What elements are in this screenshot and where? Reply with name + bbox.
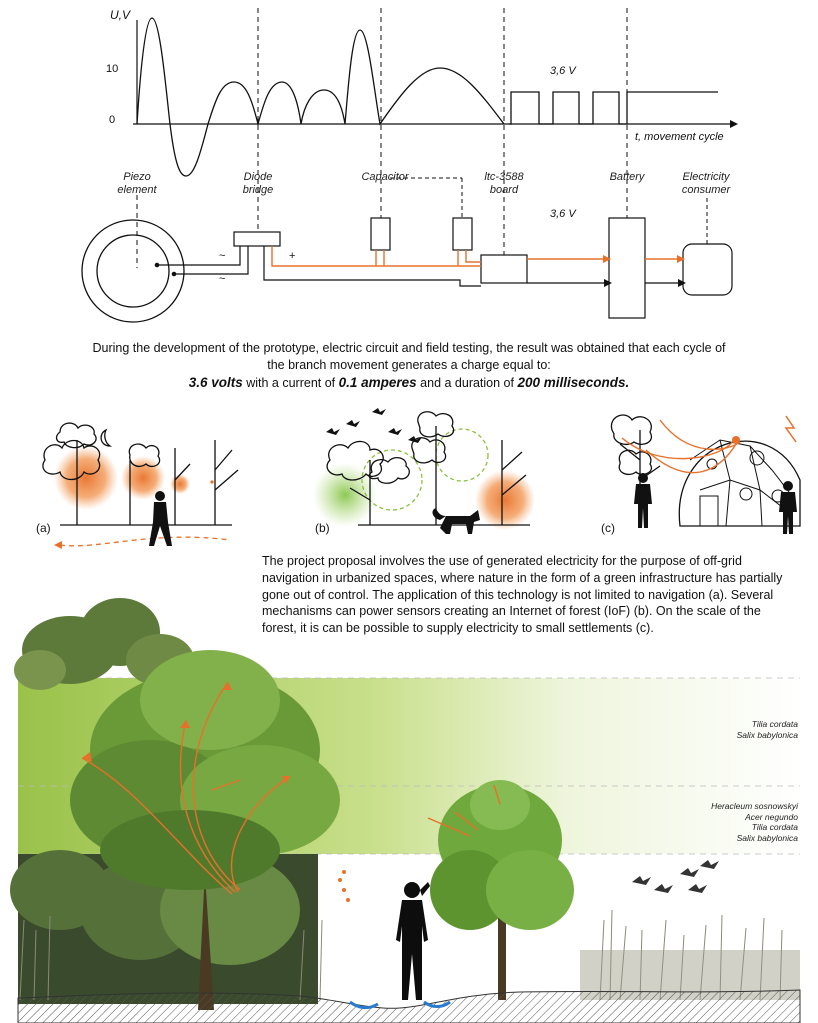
board-label: ltc-3588 board xyxy=(484,171,524,196)
water-puddle xyxy=(349,1000,379,1010)
person-silhouettes xyxy=(634,473,797,534)
grasses xyxy=(19,909,783,1001)
capacitor-1 xyxy=(370,217,391,251)
duration-value: 200 milliseconds. xyxy=(517,375,630,390)
standing-person-silhouette xyxy=(396,882,430,1000)
species-list-lower: Heracleum sosnowskyi Acer negundo Tilia … xyxy=(711,801,798,843)
ac-symbol-top: ~ xyxy=(219,250,226,262)
x-axis-label: t, movement cycle xyxy=(635,131,724,143)
pulse-voltage-label: 3,6 V xyxy=(550,65,576,77)
birds-right xyxy=(632,860,719,893)
panel-a-label: (a) xyxy=(36,521,51,535)
x-axis-arrow xyxy=(730,120,738,128)
panel-c-settlement xyxy=(610,414,801,534)
panel-c-label: (c) xyxy=(601,521,615,535)
piezo-inner-ring xyxy=(96,234,170,308)
right-tree xyxy=(430,780,574,1000)
consumer-box xyxy=(682,243,733,296)
ground-section xyxy=(17,989,801,1023)
y-tick-0: 0 xyxy=(109,114,116,126)
proposal-paragraph: The project proposal involves the use of… xyxy=(262,554,783,636)
summary-values: 3.6 volts with a current of 0.1 amperes … xyxy=(188,375,630,390)
application-panels xyxy=(42,408,801,549)
voltage-value: 3.6 volts xyxy=(188,375,243,390)
summary-line-2: the branch movement generates a charge e… xyxy=(267,358,551,372)
species-list-upper: Tilia cordata Salix babylonica xyxy=(736,719,798,740)
birds-flock xyxy=(326,408,422,443)
ltc-board-box xyxy=(480,254,528,284)
forest-section-illustration xyxy=(10,598,801,1023)
walker-silhouette xyxy=(149,491,172,546)
piezo-circuit-diagram xyxy=(81,8,738,323)
panel-b-label: (b) xyxy=(315,521,330,535)
current-value: 0.1 amperes xyxy=(338,375,417,390)
summary-line-1: During the development of the prototype,… xyxy=(92,341,726,355)
panel-a-navigation xyxy=(42,422,239,549)
circuit-wires xyxy=(157,246,683,287)
y-axis-label: U,V xyxy=(110,8,131,22)
diode-bridge-box xyxy=(233,231,281,247)
background-trees xyxy=(14,598,194,690)
y-tick-10: 10 xyxy=(106,63,119,75)
fox-silhouette xyxy=(432,508,480,534)
ac-symbol-bottom: ~ xyxy=(219,273,226,285)
main-tree xyxy=(70,650,340,1010)
minus-symbol: - xyxy=(290,274,294,286)
piezo-outer-ring xyxy=(81,219,185,323)
positive-wires xyxy=(271,246,683,267)
plus-symbol: + xyxy=(289,250,296,262)
diode-label: Diode bridge xyxy=(242,171,274,196)
results-summary: During the development of the prototype,… xyxy=(20,340,798,392)
capacitor-2 xyxy=(452,217,473,251)
battery-label: Battery xyxy=(609,171,645,183)
voltage-waveform xyxy=(136,17,718,177)
battery-box xyxy=(608,217,646,319)
panel-b-internet-of-forest xyxy=(313,408,535,534)
branch-force-lines xyxy=(81,681,291,895)
stage-guides xyxy=(257,8,628,255)
piezo-label: Piezo element xyxy=(117,171,157,196)
output-voltage-label: 3,6 V xyxy=(550,208,576,220)
capacitor-label: Capacitor xyxy=(361,171,409,183)
consumer-label: Electricity consumer xyxy=(681,171,731,196)
